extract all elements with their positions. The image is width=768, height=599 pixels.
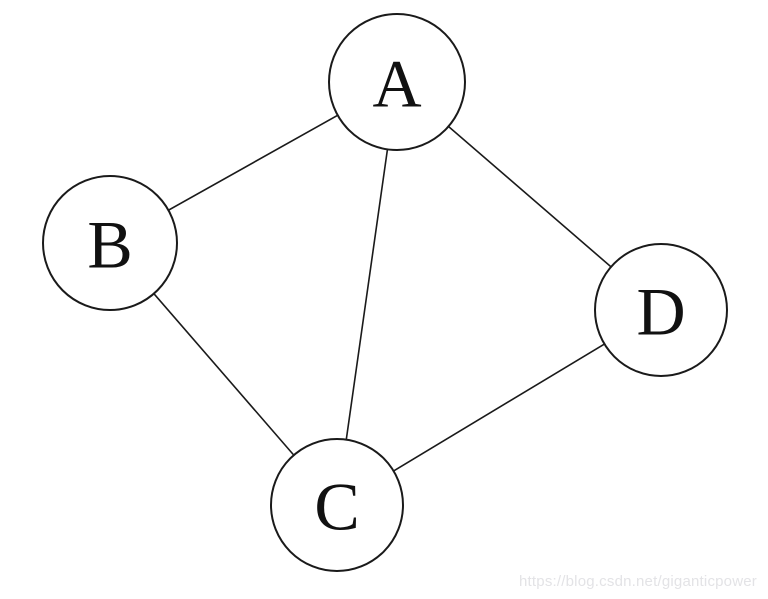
node-A [328, 13, 466, 151]
node-label-A: A [372, 45, 421, 121]
node-D [594, 243, 728, 377]
node-B [42, 175, 178, 311]
edge-A-C [336, 81, 398, 506]
node-label-D: D [636, 273, 685, 349]
node-C [270, 438, 404, 572]
node-label-B: B [87, 206, 132, 282]
node-label-C: C [314, 468, 359, 544]
watermark: https://blog.csdn.net/giganticpower [519, 573, 757, 590]
